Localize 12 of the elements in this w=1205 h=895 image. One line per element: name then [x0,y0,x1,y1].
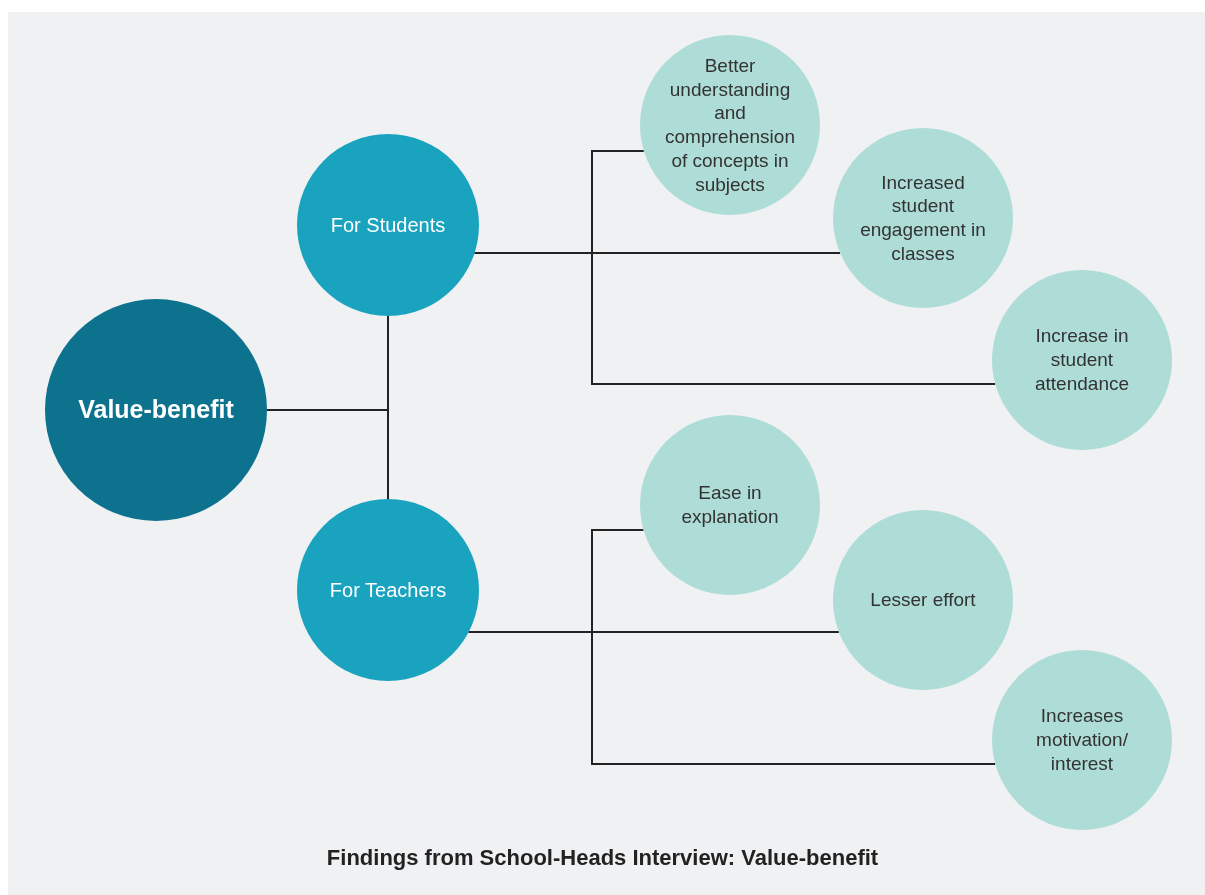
node-label: Increase in student attendance [1034,324,1130,396]
node-label: For Teachers [329,577,447,603]
node-label: Increases motivation/ interest [1035,704,1129,776]
node-label: For Students [330,212,446,238]
connector-line [266,409,389,500]
node-label: Ease in explanation [680,481,780,529]
node-label: Lesser effort [870,588,976,612]
node-label: Increased student engagement in classes [859,170,987,266]
caption: Findings from School-Heads Interview: Value-benefit [326,845,879,871]
node-label: Value-benefit [78,394,234,426]
node-label: Better understanding and comprehension of concepts in subjects [664,53,796,197]
connector-line [473,252,997,385]
